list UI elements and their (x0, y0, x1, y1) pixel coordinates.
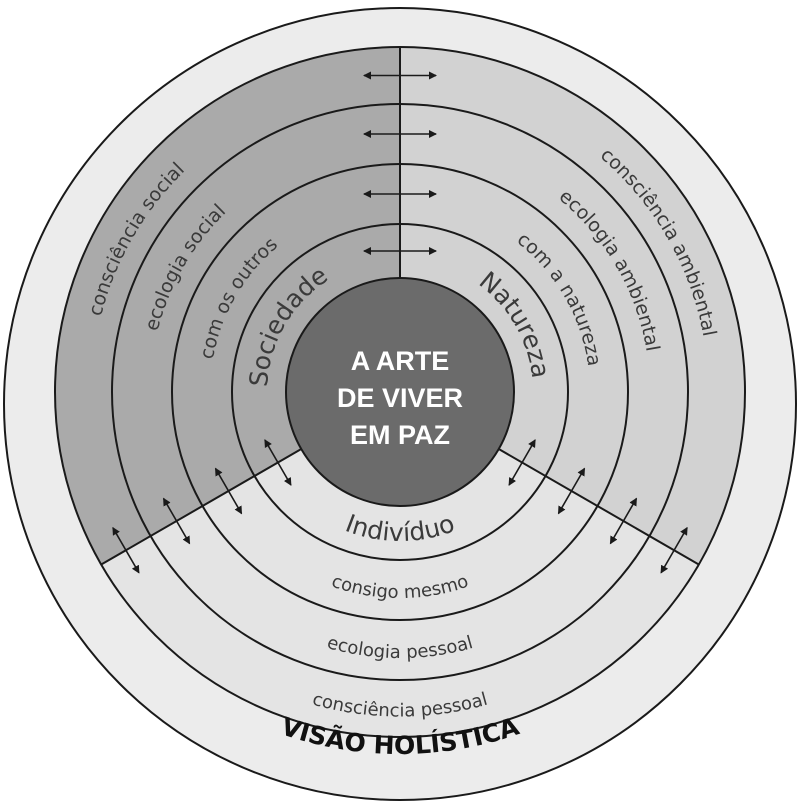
exchange-arrow-4 (214, 467, 243, 515)
exchange-arrow-8 (609, 497, 638, 545)
exchange-arrow-11 (660, 526, 688, 574)
exchange-arrow-2 (508, 439, 536, 486)
exchange-arrow-7 (162, 497, 191, 545)
center-disc (285, 277, 515, 507)
center-line-2: DE VIVER (337, 383, 463, 413)
exchange-arrows (112, 71, 688, 574)
center-line-1: A ARTE (351, 346, 450, 376)
exchange-arrow-1 (264, 439, 292, 486)
center-line-3: EM PAZ (350, 420, 450, 450)
exchange-arrow-10 (112, 526, 140, 574)
exchange-arrow-5 (557, 467, 586, 515)
center-label: A ARTE DE VIVER EM PAZ (337, 346, 463, 450)
